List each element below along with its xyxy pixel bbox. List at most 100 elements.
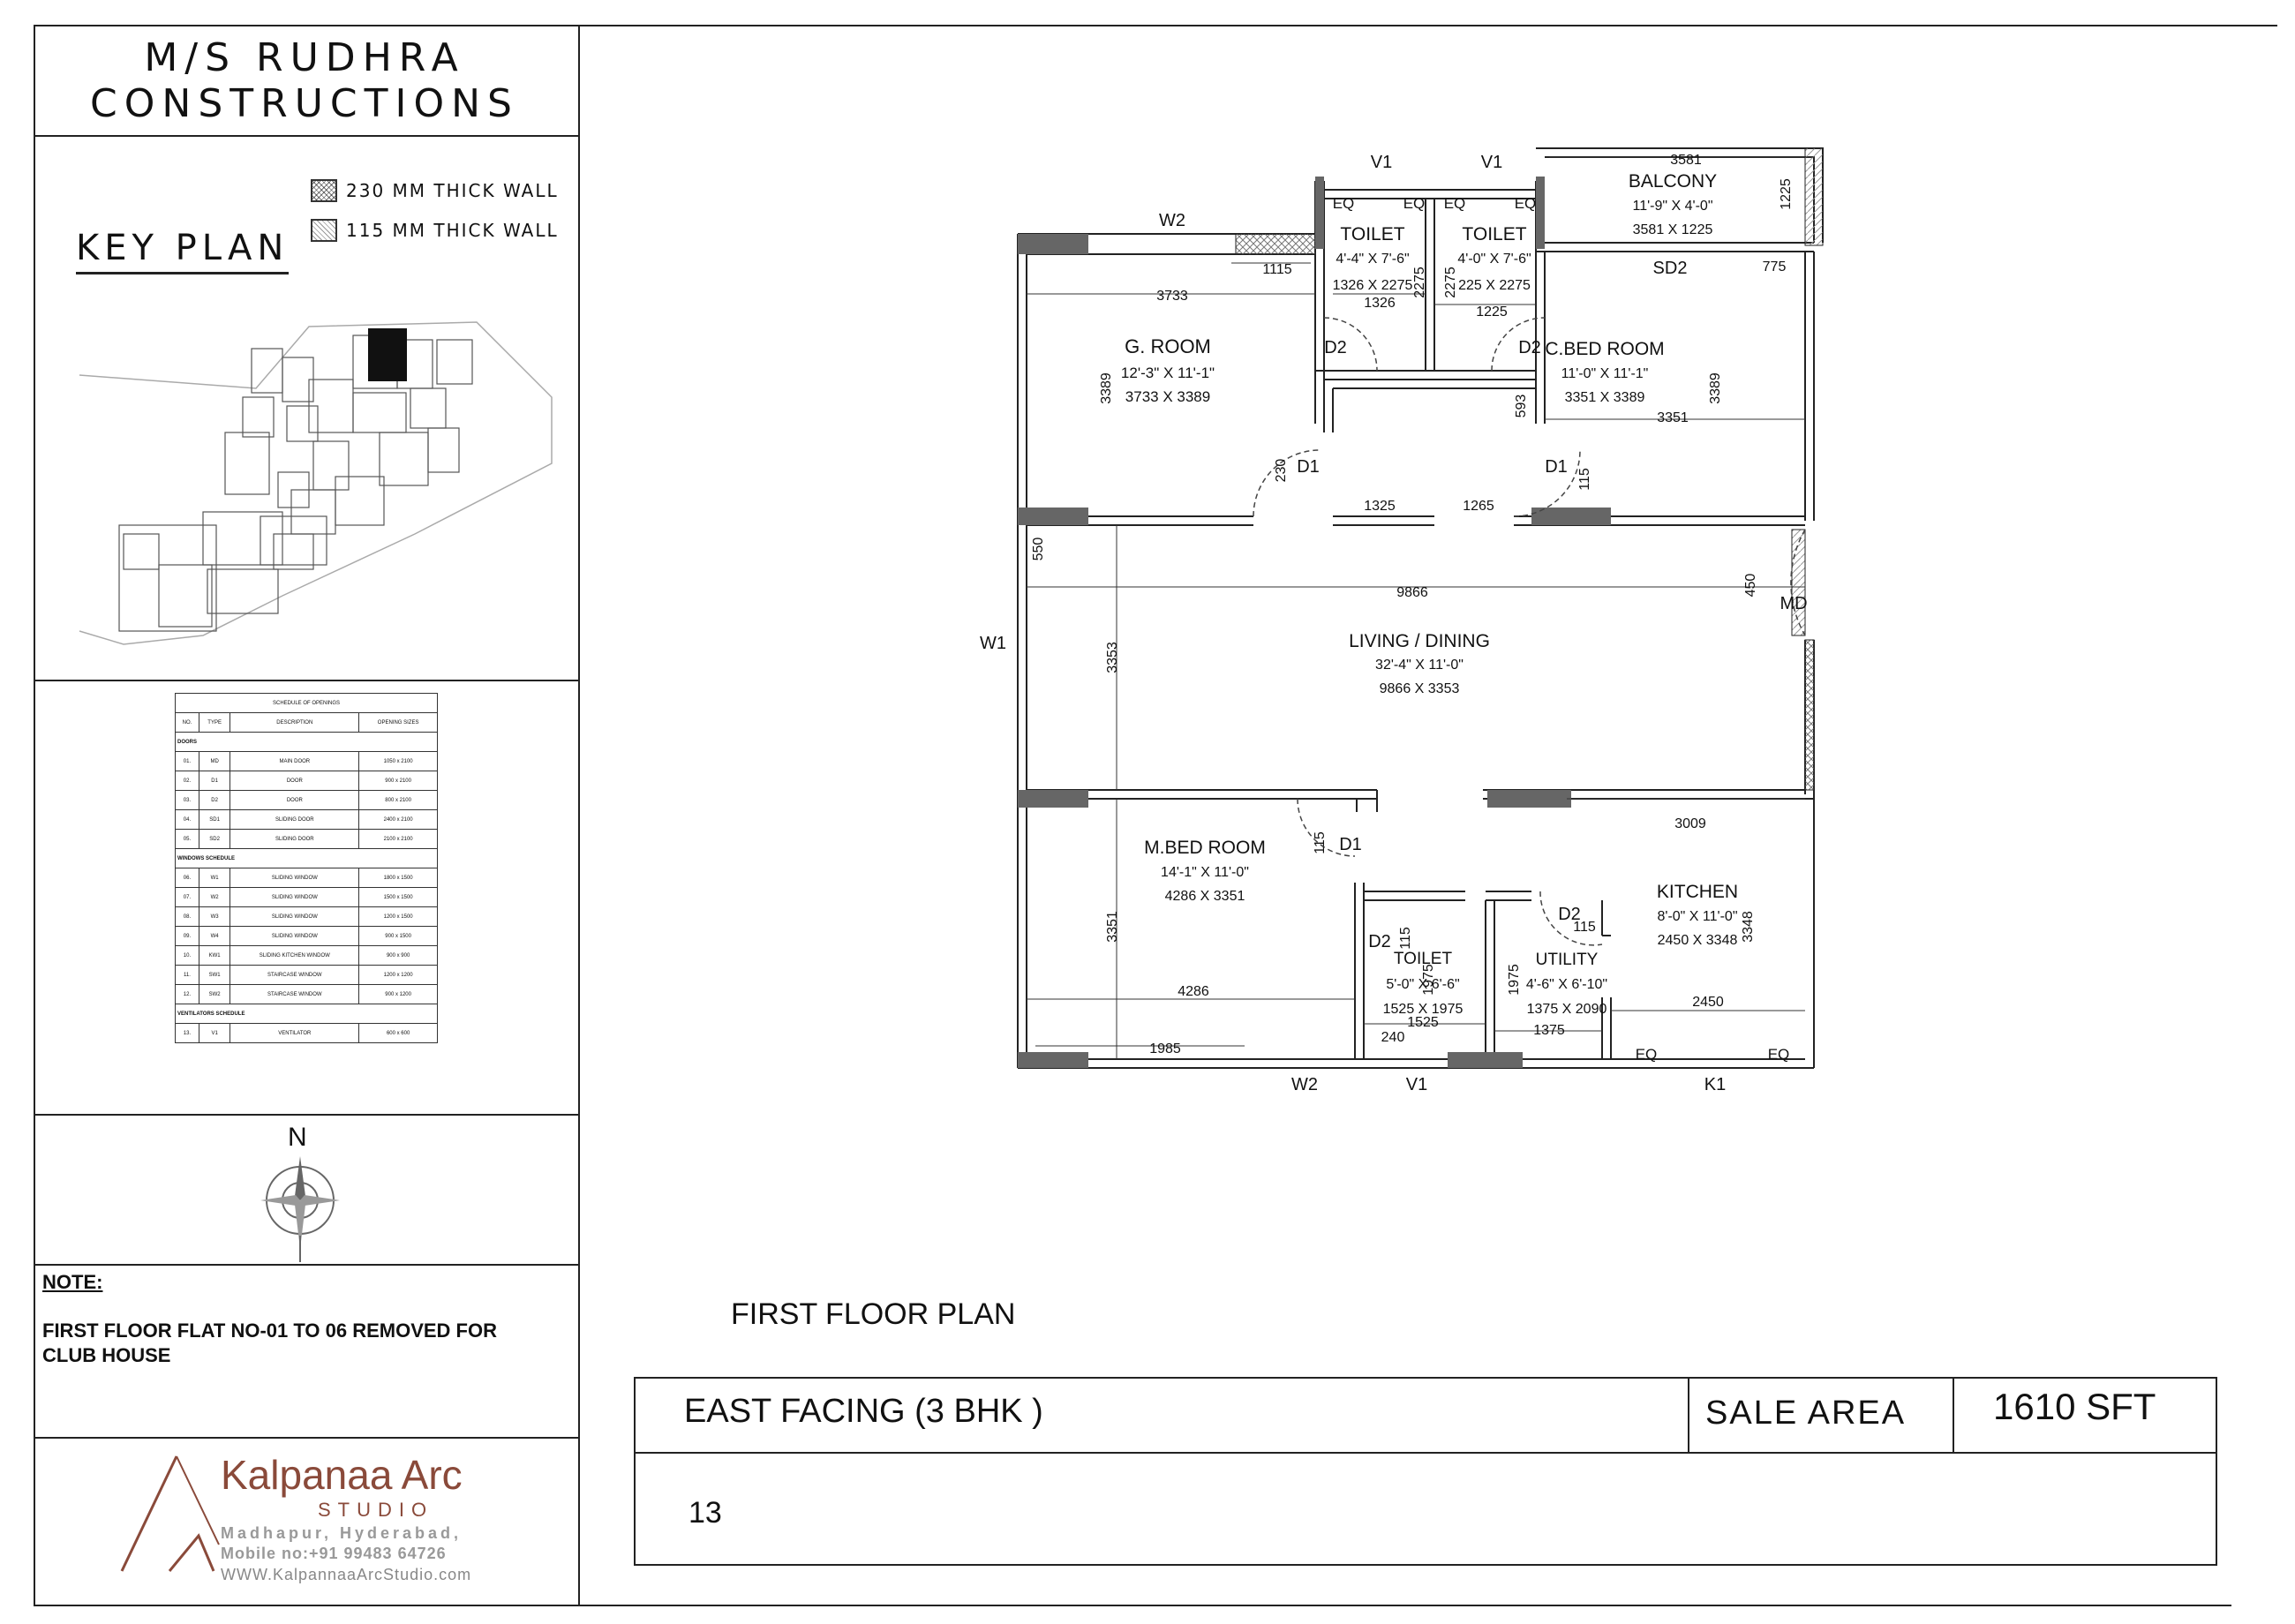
kitchen-mm: 2450 X 3348	[1658, 933, 1738, 948]
dim-2275: 2275	[1443, 267, 1458, 298]
tag-eq: EQ	[1333, 195, 1355, 212]
dim-115: 115	[1577, 468, 1592, 491]
legend-thick-wall: 230 MM THICK WALL	[311, 179, 559, 202]
divider	[34, 680, 578, 681]
table-cell: 1050 x 2100	[358, 751, 438, 771]
tag-w1: W1	[980, 634, 1006, 653]
toilet-2-name: TOILET	[1462, 224, 1526, 244]
tag-d2: D2	[1558, 905, 1581, 924]
toilet-1-mm: 1326 X 2275	[1333, 278, 1413, 293]
utility-name: UTILITY	[1536, 951, 1599, 969]
eq-tags: EQ EQ EQ EQ EQ EQ	[1333, 195, 1790, 1063]
compass-icon	[260, 1156, 340, 1262]
c-bed-mm: 3351 X 3389	[1565, 390, 1645, 405]
dim-3351: 3351	[1657, 410, 1689, 425]
tag-w2: W2	[1159, 211, 1185, 230]
g-room-ft: 12'-3" X 11'-1"	[1121, 365, 1215, 381]
toilet-2-mm: 225 X 2275	[1458, 278, 1531, 293]
left-panel-divider	[578, 25, 580, 1606]
tag-v1: V1	[1481, 153, 1502, 172]
dim-1326: 1326	[1364, 296, 1396, 311]
dim-1325: 1325	[1364, 499, 1396, 514]
tag-v1: V1	[1371, 153, 1392, 172]
balcony-ft: 11'-9" X 4'-0"	[1633, 199, 1713, 214]
dim-240: 240	[1381, 1030, 1405, 1045]
balcony-mm: 3581 X 1225	[1633, 222, 1713, 237]
tag-w2: W2	[1291, 1075, 1318, 1094]
living-mm: 9866 X 3353	[1380, 681, 1460, 696]
divider	[34, 1114, 578, 1116]
dim-4286: 4286	[1178, 984, 1209, 999]
g-room-mm: 3733 X 3389	[1125, 388, 1210, 405]
dim-1985: 1985	[1149, 1041, 1181, 1056]
dim-1115: 1115	[1262, 262, 1291, 277]
dim-3581: 3581	[1670, 153, 1702, 168]
sheet-border	[34, 25, 2277, 1606]
company-line-2: CONSTRUCTIONS	[90, 81, 519, 126]
utility-mm: 1375 X 2090	[1527, 1002, 1607, 1017]
balcony-name: BALCONY	[1629, 171, 1717, 192]
dim-3389: 3389	[1708, 372, 1723, 404]
dim-1225: 1225	[1476, 304, 1508, 320]
toilet-2-ft: 4'-0" X 7'-6"	[1457, 252, 1531, 267]
divider	[34, 1437, 578, 1439]
dim-1375: 1375	[1533, 1023, 1565, 1038]
dim-3351: 3351	[1105, 911, 1120, 943]
toilet-3-name: TOILET	[1394, 950, 1453, 968]
living-name: LIVING / DINING	[1349, 631, 1490, 651]
c-bed-ft: 11'-0" X 11'-1"	[1561, 366, 1649, 381]
flat-number: 13	[688, 1496, 722, 1530]
tag-md: MD	[1780, 594, 1807, 613]
tag-d1: D1	[1545, 457, 1568, 477]
studio-logo-icon	[120, 1455, 220, 1572]
company-line-1: M/S RUDHRA	[144, 35, 465, 80]
dim-2275: 2275	[1412, 267, 1427, 298]
note-text: FIRST FLOOR FLAT NO-01 TO 06 REMOVED FOR…	[42, 1320, 497, 1366]
tag-v1: V1	[1406, 1075, 1427, 1094]
title-block-divider	[634, 1452, 2216, 1454]
studio-mobile: Mobile no:+91 99483 64726	[221, 1545, 447, 1562]
dim-115: 115	[1398, 927, 1413, 950]
tag-eq: EQ	[1636, 1046, 1658, 1063]
sheet-bottom-line	[34, 1605, 2231, 1606]
title-block-divider	[1953, 1377, 1954, 1452]
dim-3389: 3389	[1099, 372, 1114, 404]
legend-thick-label: 230 MM THICK WALL	[346, 180, 559, 201]
table-cell: 1500 x 1500	[358, 887, 438, 907]
company-name: M/S RUDHRA CONSTRUCTIONS	[35, 35, 574, 127]
studio-name: Kalpanaa Arc	[221, 1452, 463, 1498]
dim-1975: 1975	[1507, 964, 1522, 996]
dim-550: 550	[1031, 538, 1046, 561]
dim-1225: 1225	[1779, 178, 1794, 210]
title-block-divider	[1688, 1377, 1689, 1452]
schedule-of-openings: SCHEDULE OF OPENINGS NO. TYPE DESCRIPTIO…	[175, 693, 438, 1043]
kitchen-ft: 8'-0" X 11'-0"	[1658, 909, 1738, 924]
dim-450: 450	[1743, 574, 1758, 598]
crosshatch-swatch	[311, 179, 337, 202]
utility-ft: 4'-6" X 6'-10"	[1526, 977, 1607, 992]
legend-thin-wall: 115 MM THICK WALL	[311, 219, 559, 242]
highlighted-block	[368, 328, 407, 381]
tag-d1: D1	[1297, 457, 1320, 477]
tag-eq: EQ	[1403, 195, 1426, 212]
dim-1525: 1525	[1407, 1015, 1439, 1030]
dim-1265: 1265	[1463, 499, 1494, 514]
toilet-3-mm: 1525 X 1975	[1383, 1002, 1464, 1017]
kitchen-name: KITCHEN	[1657, 882, 1738, 902]
tag-sd2: SD2	[1653, 259, 1688, 278]
dimension-labels: 3581 1225 1115 3733 1326 2275 2275 1225 …	[1031, 153, 1794, 1056]
toilet-1-name: TOILET	[1340, 224, 1404, 244]
toilet-1-ft: 4'-4" X 7'-6"	[1336, 252, 1409, 267]
studio-address: Madhapur, Hyderabad,	[221, 1524, 463, 1542]
tag-d1: D1	[1339, 835, 1362, 854]
dim-2450: 2450	[1692, 995, 1724, 1010]
note-title: NOTE:	[42, 1271, 103, 1293]
tag-d2: D2	[1324, 338, 1347, 357]
sale-area-label: SALE AREA	[1705, 1395, 1907, 1432]
